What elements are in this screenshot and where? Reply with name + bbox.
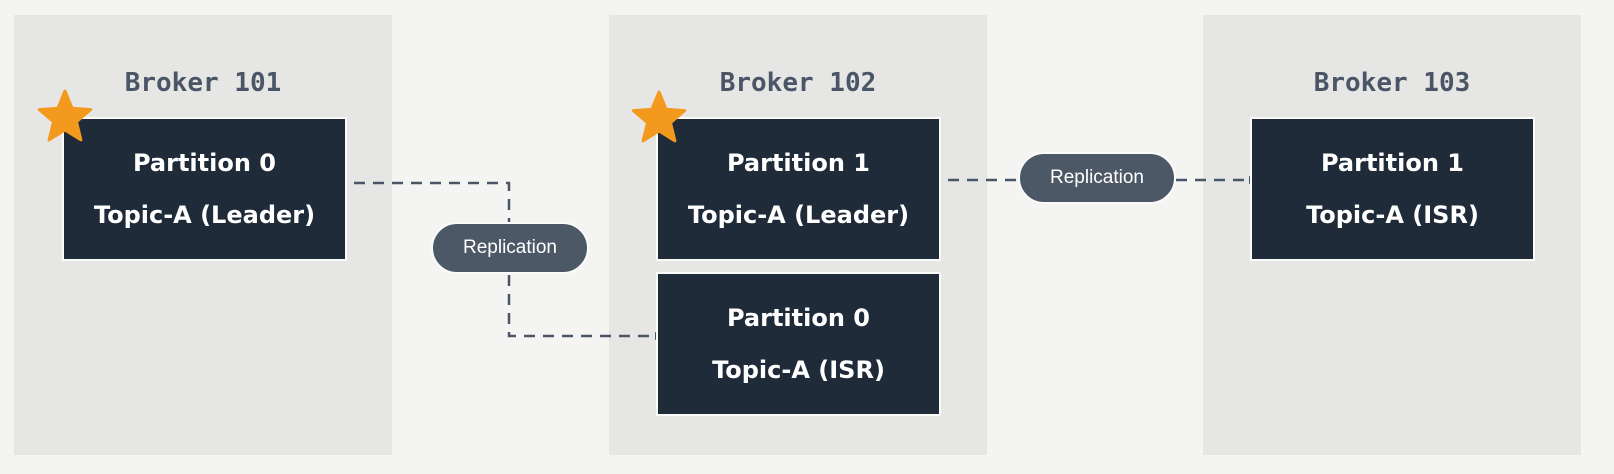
broker-102-partition-0-isr: Partition 0 Topic-A (ISR)	[656, 272, 941, 416]
partition-role: Topic-A (Leader)	[93, 201, 316, 229]
star-icon	[37, 89, 93, 142]
broker-103-title: Broker 103	[1313, 68, 1471, 98]
partition-label: Partition 0	[726, 304, 870, 332]
broker-101-title: Broker 101	[124, 68, 282, 98]
broker-102-partition-1-leader: Partition 1 Topic-A (Leader)	[656, 117, 941, 261]
partition-role: Topic-A (ISR)	[1306, 201, 1479, 229]
partition-role: Topic-A (ISR)	[712, 356, 885, 384]
broker-101-partition-0-leader: Partition 0 Topic-A (Leader)	[62, 117, 347, 261]
replication-label-p0: Replication	[431, 222, 589, 274]
broker-103-partition-1-isr: Partition 1 Topic-A (ISR)	[1250, 117, 1535, 261]
partition-label: Partition 1	[1320, 149, 1464, 177]
broker-102-title: Broker 102	[719, 68, 877, 98]
star-icon	[631, 90, 687, 143]
partition-label: Partition 0	[132, 149, 276, 177]
replication-label-p1: Replication	[1018, 152, 1176, 204]
partition-label: Partition 1	[726, 149, 870, 177]
partition-role: Topic-A (Leader)	[687, 201, 910, 229]
